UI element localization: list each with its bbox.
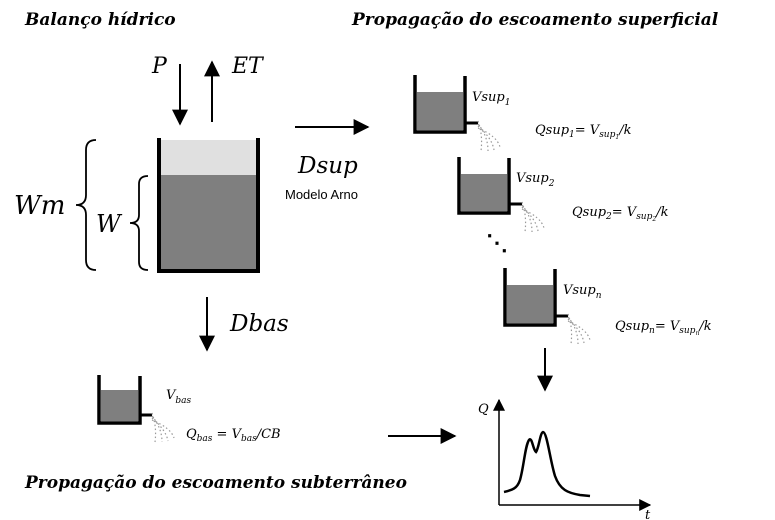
reservoir-wall — [457, 157, 511, 215]
outflow-spray — [567, 313, 591, 345]
outflow-spray — [151, 412, 175, 443]
label-et: ET — [231, 54, 265, 79]
brace-wm — [75, 139, 97, 271]
hydrograph: Q t — [478, 398, 652, 520]
bucket-wall — [157, 138, 260, 273]
base-volume-label: Vbas — [166, 388, 192, 406]
hydrograph-x-label: t — [645, 508, 651, 520]
reservoir-volume-label: Vsup1 — [472, 90, 511, 108]
base-reservoir: Vbas Qbas = Vbas/CB — [97, 375, 281, 444]
reservoir-equation: Qsup1= Vsup1/k — [535, 123, 632, 141]
label-model: Modelo Arno — [285, 187, 358, 202]
reservoir-wall — [413, 75, 467, 134]
brace-w — [129, 175, 149, 271]
reservoir-wall — [97, 375, 142, 425]
bucket-water-fill — [161, 175, 256, 269]
reservoir-volume-label: Vsupn — [563, 283, 602, 301]
reservoir-water — [101, 390, 138, 421]
heading-water-balance: Balanço hídrico — [24, 10, 176, 30]
reservoir-water — [507, 285, 553, 323]
outflow-spray — [477, 120, 501, 152]
reservoir-water — [417, 92, 463, 130]
reservoir-volume-label: Vsup2 — [516, 171, 555, 189]
label-p: P — [151, 54, 168, 79]
soil-bucket — [157, 138, 260, 273]
label-wm: Wm — [14, 191, 65, 221]
label-w: W — [96, 210, 123, 238]
base-equation: Qbas = Vbas/CB — [186, 427, 281, 444]
reservoir-wall — [503, 268, 557, 327]
reservoir-equation: Qsupn= Vsupn/k — [615, 319, 712, 337]
label-dbas: Dbas — [229, 311, 289, 337]
bucket-air-fill — [161, 140, 256, 175]
label-dsup: Dsup — [297, 153, 358, 179]
heading-subsurface-routing: Propagação do escoamento subterrâneo — [24, 473, 407, 493]
reservoir-equation: Qsup2= Vsup2/k — [572, 205, 669, 223]
surface-reservoir-1: Vsup1 Qsup1= Vsup1/k — [413, 75, 632, 152]
surface-reservoir-n: Vsupn Qsupn= Vsupn/k — [503, 268, 712, 345]
heading-surface-routing: Propagação do escoamento superficial — [351, 10, 719, 30]
reservoir-water — [461, 174, 507, 211]
outflow-spray — [521, 201, 545, 233]
surface-reservoir-2: Vsup2 Qsup2= Vsup2/k — [457, 157, 669, 233]
hydrograph-curve — [503, 430, 591, 498]
ellipsis-dots: ⋱ — [486, 230, 508, 255]
hydrograph-y-label: Q — [478, 402, 489, 417]
